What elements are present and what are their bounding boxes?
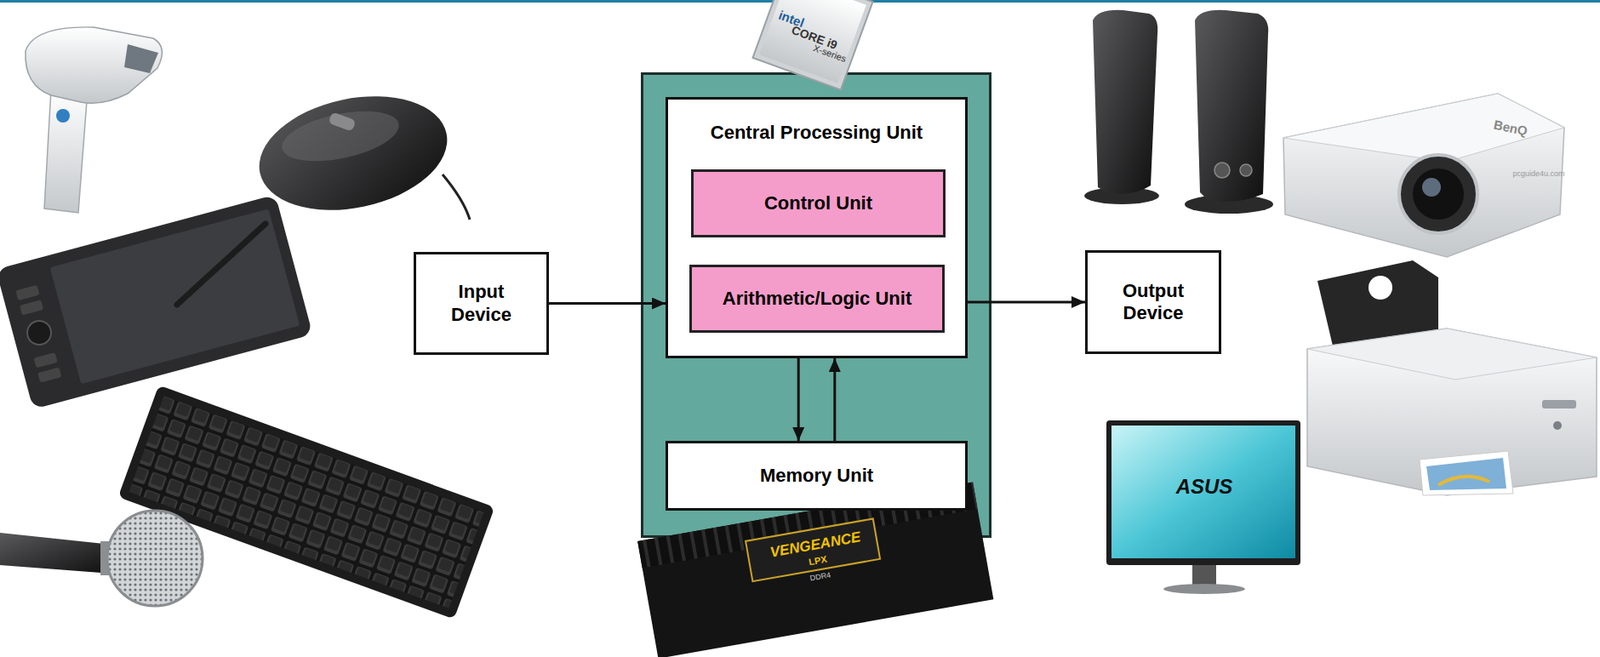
printer (1307, 328, 1597, 380)
computer-mouse (328, 111, 357, 132)
processor-chip (753, 0, 874, 90)
speakers (1092, 10, 1158, 195)
pen-tablet (34, 352, 58, 368)
projector (1399, 154, 1478, 234)
pen-tablet (37, 366, 62, 383)
pen-tablet (162, 223, 280, 305)
projector (1283, 93, 1565, 162)
monitor (1111, 425, 1296, 559)
printer (1542, 400, 1577, 409)
node-label: Memory Unit (760, 464, 874, 487)
speakers (1084, 10, 1274, 214)
computer-mouse (248, 80, 470, 227)
microphone (0, 510, 203, 606)
monitor (1106, 420, 1301, 566)
flow-arrow (797, 358, 800, 441)
printer (1426, 457, 1507, 491)
pen-tablet (0, 194, 314, 410)
brand-logo: ASUS (1176, 476, 1234, 498)
pen-tablet (15, 285, 40, 301)
node-label: Control Unit (764, 192, 873, 215)
node-label: Central Processing Unit (710, 121, 923, 144)
node-label: Output Device (1111, 280, 1195, 326)
microphone (0, 532, 113, 574)
flow-arrow (548, 302, 666, 305)
barcode-scanner (124, 44, 159, 74)
projector (1283, 93, 1565, 258)
processor-chip (759, 0, 867, 84)
memory-unit-box: Memory Unit (665, 440, 968, 511)
speakers (1214, 162, 1230, 178)
cpu-box: Central Processing UnitControl UnitArith… (665, 97, 968, 359)
projector (1412, 168, 1464, 220)
barcode-scanner (25, 27, 163, 103)
microphone (107, 510, 203, 606)
printer (1438, 476, 1490, 486)
monitor (1163, 583, 1246, 595)
node-label: Arithmetic/Logic Unit (722, 287, 912, 310)
node-label: Input Device (440, 280, 523, 326)
pen-tablet (24, 318, 54, 348)
projector (1283, 93, 1565, 258)
ram-module (745, 519, 880, 583)
computer-mouse (248, 80, 458, 227)
speakers (1240, 164, 1252, 177)
flow-arrow (833, 358, 836, 441)
flow-arrow (967, 301, 1086, 304)
printer (1307, 260, 1597, 496)
printer (1307, 328, 1597, 496)
pen-tablet (50, 208, 301, 384)
barcode-scanner (56, 108, 70, 123)
computer-mouse (442, 174, 470, 220)
barcode-scanner (44, 89, 87, 213)
alu-box: Arithmetic/Logic Unit (689, 264, 945, 333)
projector (1422, 177, 1441, 197)
output-device-box: Output Device (1085, 250, 1222, 355)
printer (1368, 275, 1393, 300)
pen-tablet (0, 194, 314, 410)
input-device-box: Input Device (413, 251, 549, 355)
printer (1553, 421, 1562, 430)
watermark: pcguide4u.com (1512, 170, 1565, 178)
barcode-scanner (25, 27, 163, 213)
control-unit-box: Control Unit (691, 169, 946, 238)
computer-mouse (277, 102, 404, 171)
pen-tablet (19, 299, 44, 315)
processor-chip (753, 0, 874, 90)
printer (1419, 451, 1514, 496)
monitor (1106, 420, 1301, 595)
speakers (1194, 10, 1269, 202)
